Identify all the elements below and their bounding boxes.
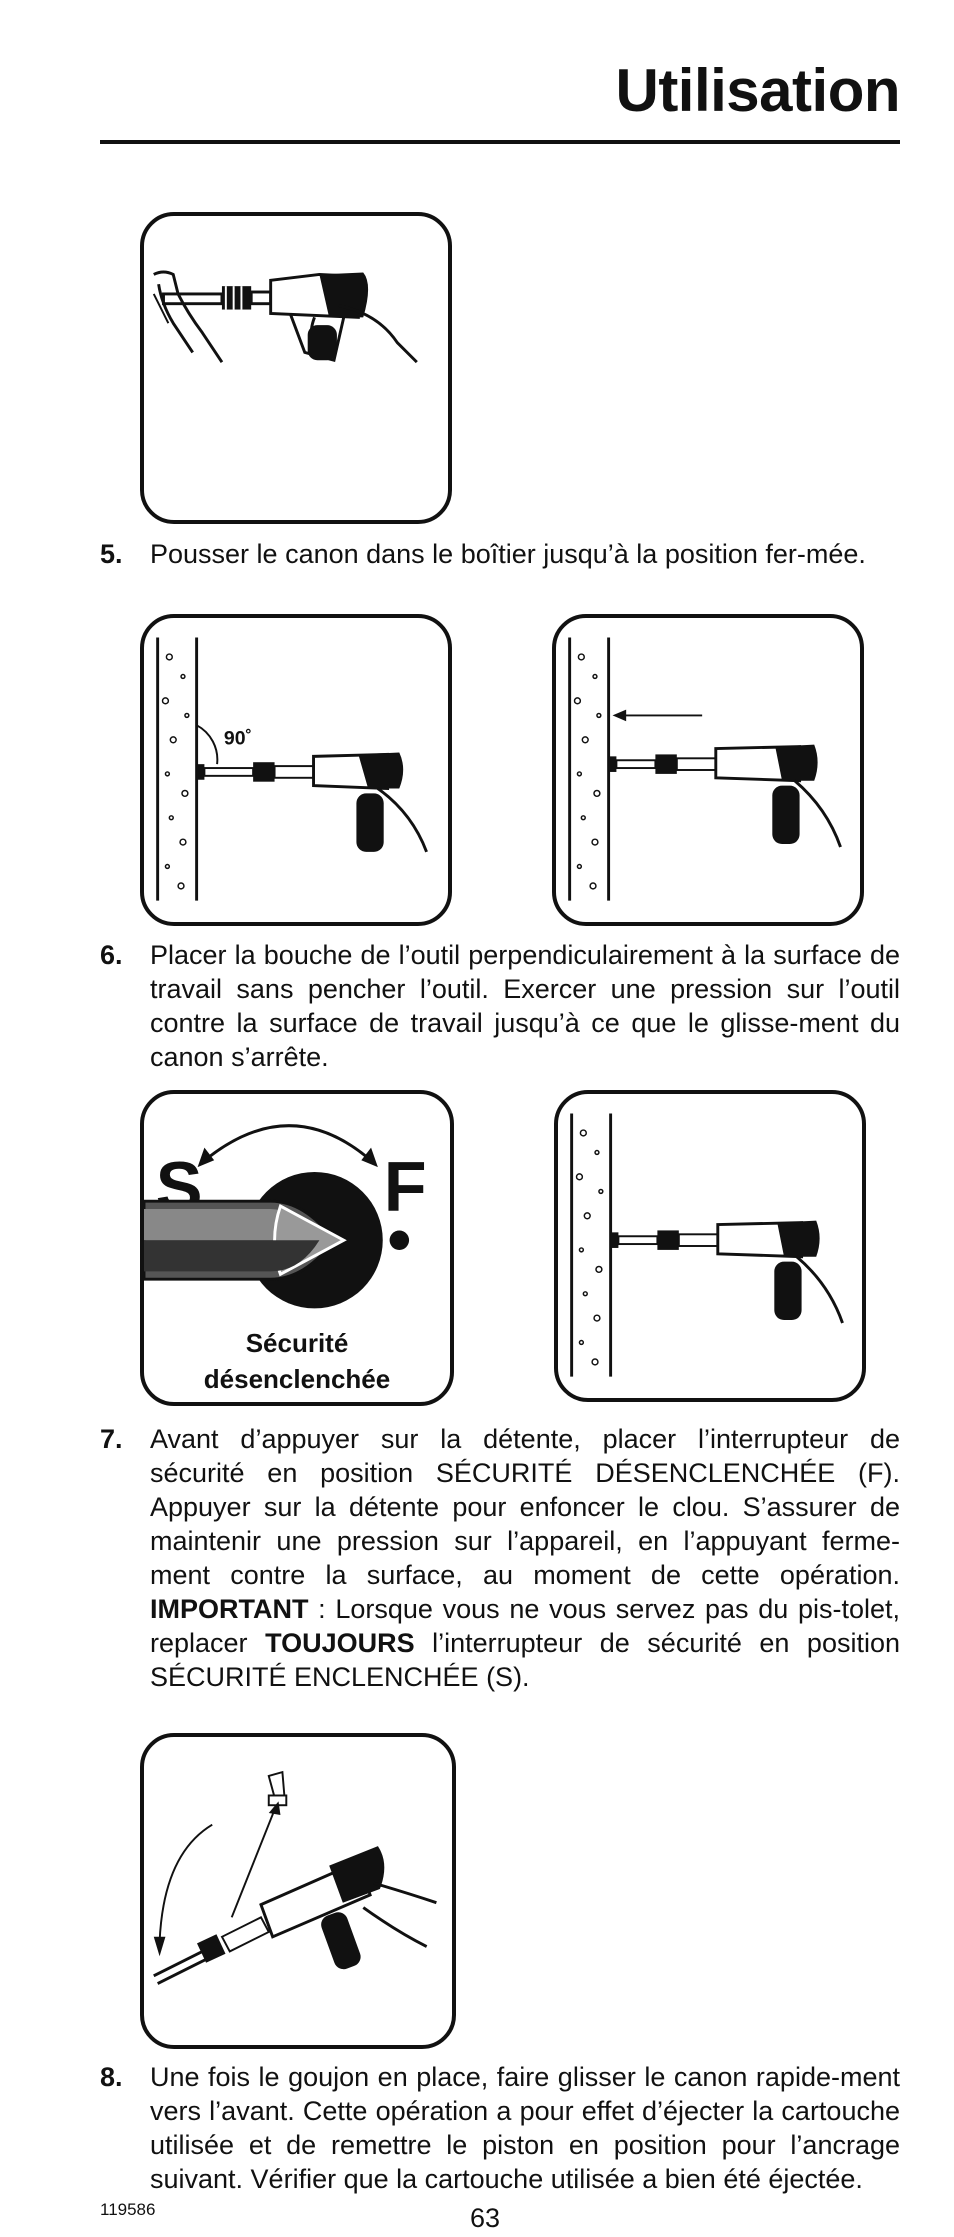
page-title: Utilisation [615, 57, 900, 124]
figure-safety-switch: S F Sécurité désenclenchée [140, 1090, 454, 1406]
important-bold: TOUJOURS [265, 1628, 415, 1658]
step-7-main-text: Avant d’appuyer sur la détente, placer l… [150, 1424, 900, 1590]
figure-fire-position [554, 1090, 866, 1402]
step-text: Pousser le canon dans le boîtier jusqu’à… [150, 539, 866, 569]
step-number: 7. [100, 1424, 123, 1454]
caption-line-1: Sécurité [245, 1328, 349, 1358]
important-label: IMPORTANT [150, 1594, 309, 1624]
angle-label: 90˚ [224, 727, 252, 750]
step-number: 6. [100, 940, 123, 970]
header-divider [100, 140, 900, 144]
wall-tool-arrow-illustration [568, 637, 842, 901]
wall-tool-illustration: 90˚ [156, 637, 428, 901]
step-text: Avant d’appuyer sur la détente, placer l… [150, 1422, 900, 1694]
page-number: 63 [470, 2203, 501, 2233]
wall-tool-fire-illustration [570, 1113, 844, 1377]
step-8: 8. Une fois le goujon en place, faire gl… [100, 2060, 900, 2196]
tool-hand-illustration [152, 270, 418, 364]
step-5: 5. Pousser le canon dans le boîtier jusq… [100, 537, 900, 571]
eject-illustration [153, 1770, 437, 1985]
step-6: 6. Placer la bouche de l’outil perpendic… [100, 938, 900, 1074]
caption-line-2: désenclenchée [203, 1364, 391, 1394]
figure-push-barrel [140, 212, 452, 524]
step-7: 7. Avant d’appuyer sur la détente, place… [100, 1422, 900, 1694]
safety-switch-illustration: S F [144, 1124, 427, 1309]
step-text: Placer la bouche de l’outil perpendicula… [150, 940, 900, 1072]
figure-eject-cartridge [140, 1733, 456, 2049]
switch-f-label: F [384, 1147, 427, 1226]
figure-pressure-arrow [552, 614, 864, 926]
important-text-a: : Lorsque vous ne vous servez pas du pis… [150, 1594, 900, 1658]
document-code: 119586 [100, 2200, 156, 2219]
step-number: 5. [100, 539, 123, 569]
step-number: 8. [100, 2062, 123, 2092]
step-text: Une fois le goujon en place, faire gliss… [150, 2062, 900, 2194]
figure-perpendicular-angle: 90˚ [140, 614, 452, 926]
important-text-b: l’interrupteur de sécurité en position S… [150, 1628, 900, 1692]
